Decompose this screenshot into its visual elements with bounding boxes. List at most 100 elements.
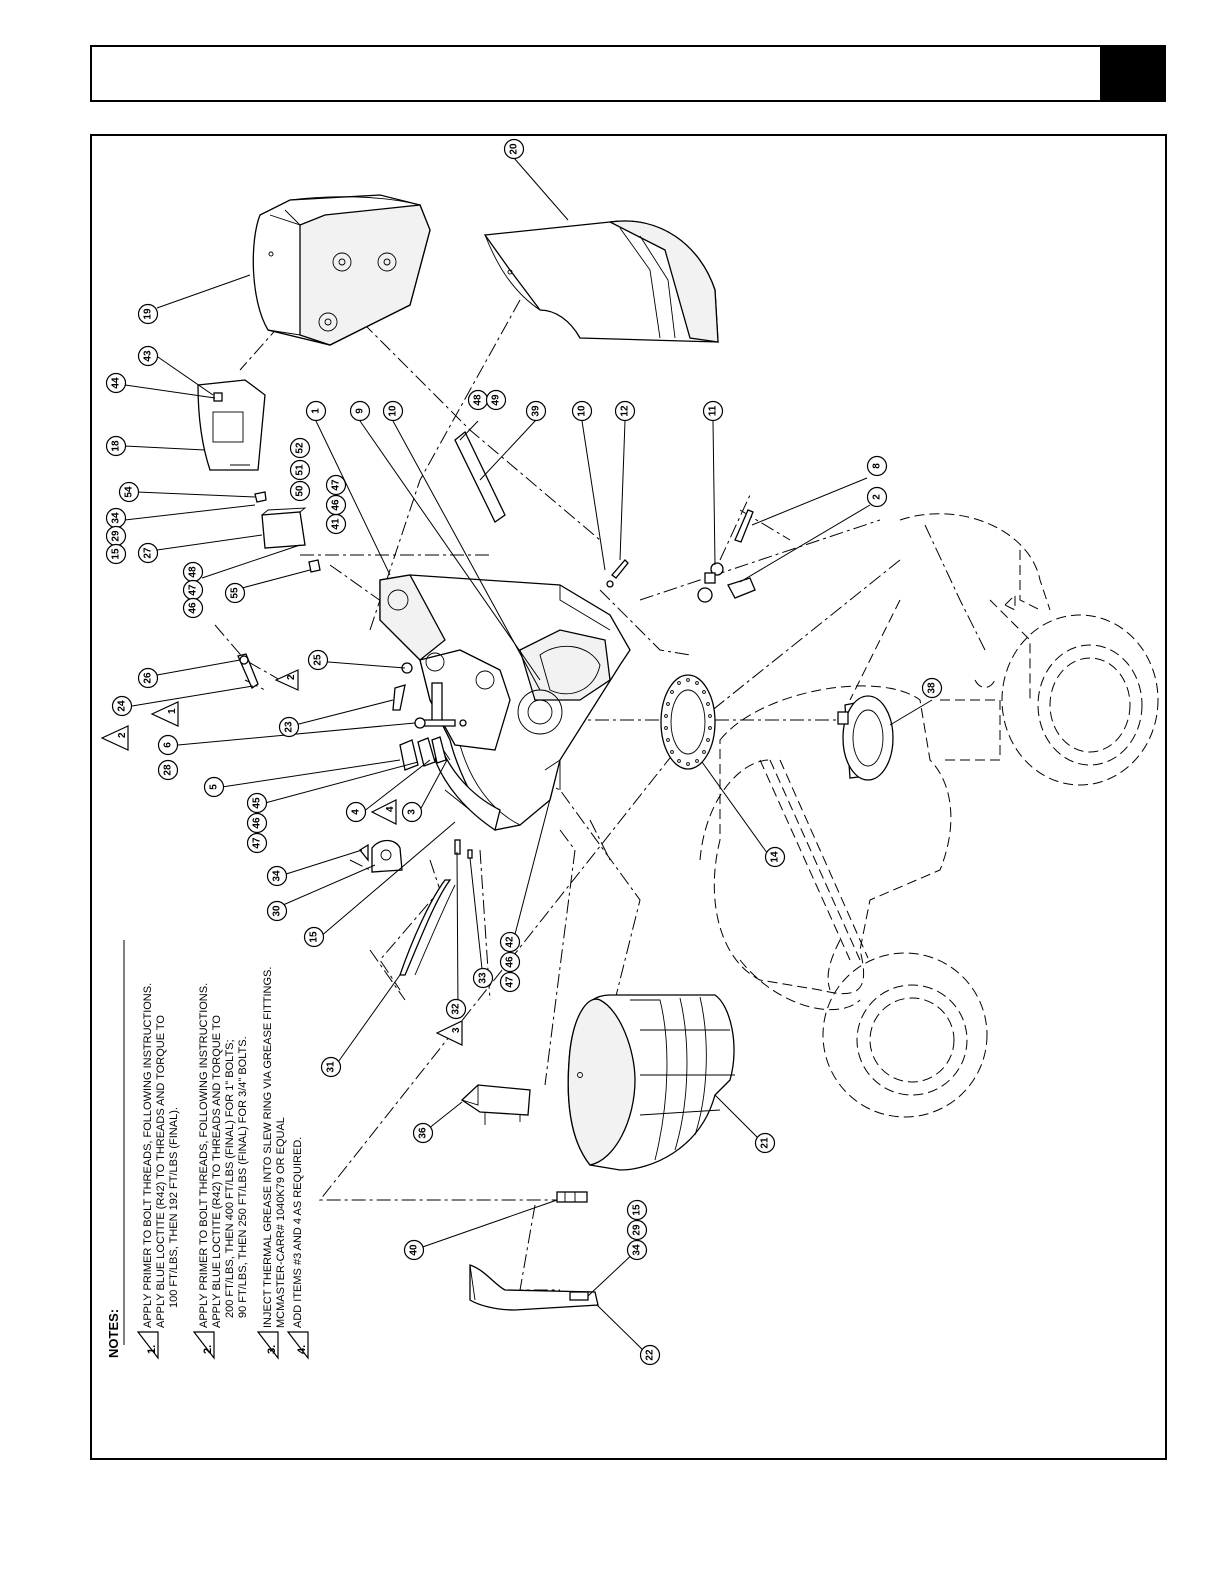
svg-text:42: 42 [505,936,516,948]
balloon-40: 40 [403,1239,425,1261]
balloon-15a: 15 [105,543,127,565]
balloon-34b: 34 [266,865,288,887]
balloon-15b: 15 [303,926,325,948]
svg-text:48: 48 [188,566,199,578]
balloon-29a: 29 [105,525,127,547]
notes-title: NOTES: [106,1309,121,1358]
balloon-48b: 48 [467,389,489,411]
balloon-15c: 15 [626,1199,648,1221]
svg-text:45: 45 [252,797,263,809]
note-flag-4: 4 [370,799,397,825]
part-14-slew-ring [660,674,716,770]
parts-30-34-fitting [359,839,403,873]
balloon-51: 51 [289,459,311,481]
svg-text:2: 2 [117,732,128,738]
svg-text:8: 8 [872,463,883,469]
balloon-44: 44 [105,372,127,394]
balloon-46b: 46 [325,494,347,516]
parts-3-4-5-shims [399,736,447,771]
balloon-12: 12 [614,400,636,422]
svg-text:10: 10 [388,405,399,417]
svg-text:31: 31 [326,1061,337,1073]
balloon-32: 32 [445,998,467,1020]
balloon-6: 6 [157,734,179,756]
svg-text:12: 12 [620,405,631,417]
svg-text:4.: 4. [296,1345,308,1354]
balloon-22: 22 [639,1344,661,1366]
note-flag-2b: 2 [100,725,129,751]
balloon-2: 2 [866,486,888,508]
balloon-33: 33 [472,967,494,989]
balloon-27: 27 [137,542,159,564]
balloon-28: 28 [157,759,179,781]
balloon-46d: 46 [499,951,521,973]
svg-text:200 FT/LBS, THEN 400 FT/LBS (F: 200 FT/LBS, THEN 400 FT/LBS (FINAL) FOR … [224,1039,236,1318]
svg-text:4: 4 [351,809,362,815]
svg-text:INJECT THERMAL GREASE INTO SLE: INJECT THERMAL GREASE INTO SLEW RING VIA… [262,967,274,1328]
balloon-34c: 34 [626,1239,648,1261]
svg-text:MCMASTER-CARR# 1040K79 OR EQUA: MCMASTER-CARR# 1040K79 OR EQUAL [275,1117,287,1328]
balloon-24: 24 [111,695,133,717]
svg-text:5: 5 [209,784,220,790]
balloon-43: 43 [137,345,159,367]
balloon-14: 14 [764,846,786,868]
svg-text:ADD ITEMS #3 AND 4 AS REQUIRED: ADD ITEMS #3 AND 4 AS REQUIRED. [292,1137,304,1328]
note-4: 4. ADD ITEMS #3 AND 4 AS REQUIRED. [286,1137,309,1360]
note-2: 2. APPLY PRIMER TO BOLT THREADS, FOLLOWI… [192,983,249,1360]
balloon-55: 55 [224,582,246,604]
balloon-5: 5 [203,776,225,798]
svg-text:41: 41 [331,518,342,530]
balloon-9: 9 [349,400,371,422]
balloon-39: 39 [525,400,547,422]
svg-text:44: 44 [111,377,122,389]
parts-10-12-bolts [606,559,629,588]
balloon-50: 50 [289,480,311,502]
bolt-stack [237,653,467,729]
balloon-30: 30 [266,900,288,922]
drawing-frame [90,134,1167,1460]
svg-text:47: 47 [188,584,199,596]
svg-text:19: 19 [143,308,154,320]
part-31-strip [399,879,456,976]
balloon-45: 45 [246,792,268,814]
balloon-47a: 47 [182,579,204,601]
svg-text:15: 15 [632,1204,643,1216]
svg-text:90 FT/LBS, THEN 250 FT/LBS (FI: 90 FT/LBS, THEN 250 FT/LBS (FINAL) FOR 3… [237,1036,249,1318]
balloon-25: 25 [307,649,329,671]
svg-text:50: 50 [295,485,306,497]
svg-text:46: 46 [252,817,263,829]
svg-text:46: 46 [505,956,516,968]
svg-text:15: 15 [111,548,122,560]
svg-text:29: 29 [111,530,122,542]
svg-text:49: 49 [491,394,502,406]
svg-text:26: 26 [143,672,154,684]
part-19-cover [252,194,431,346]
balloon-41: 41 [325,513,347,535]
note-flag-3: 3 [435,1020,463,1046]
balloon-31: 31 [320,1056,342,1078]
parts-32-33-clips [454,839,473,859]
balloon-23: 23 [278,716,300,738]
svg-text:28: 28 [163,764,174,776]
balloon-4: 4 [345,801,367,823]
svg-text:51: 51 [295,464,306,476]
svg-text:1: 1 [311,408,322,414]
svg-text:29: 29 [632,1224,643,1236]
svg-text:24: 24 [117,700,128,712]
svg-text:2: 2 [286,674,297,680]
svg-text:52: 52 [295,442,306,454]
note-3: 3. INJECT THERMAL GREASE INTO SLEW RING … [256,967,287,1360]
part-36-bracket [460,1084,531,1125]
svg-text:46: 46 [331,499,342,511]
svg-text:47: 47 [252,837,263,849]
svg-text:3: 3 [451,1027,462,1033]
balloon-29b: 29 [626,1219,648,1241]
balloon-19: 19 [137,303,159,325]
svg-text:39: 39 [531,405,542,417]
svg-text:100 FT/LBS, THEN 192 FT/LBS (F: 100 FT/LBS, THEN 192 FT/LBS (FINAL). [168,1107,180,1308]
svg-text:18: 18 [111,440,122,452]
svg-text:34: 34 [632,1244,643,1256]
svg-text:27: 27 [143,547,154,559]
slew-ring-bolt-holes [664,678,712,766]
svg-text:10: 10 [577,405,588,417]
